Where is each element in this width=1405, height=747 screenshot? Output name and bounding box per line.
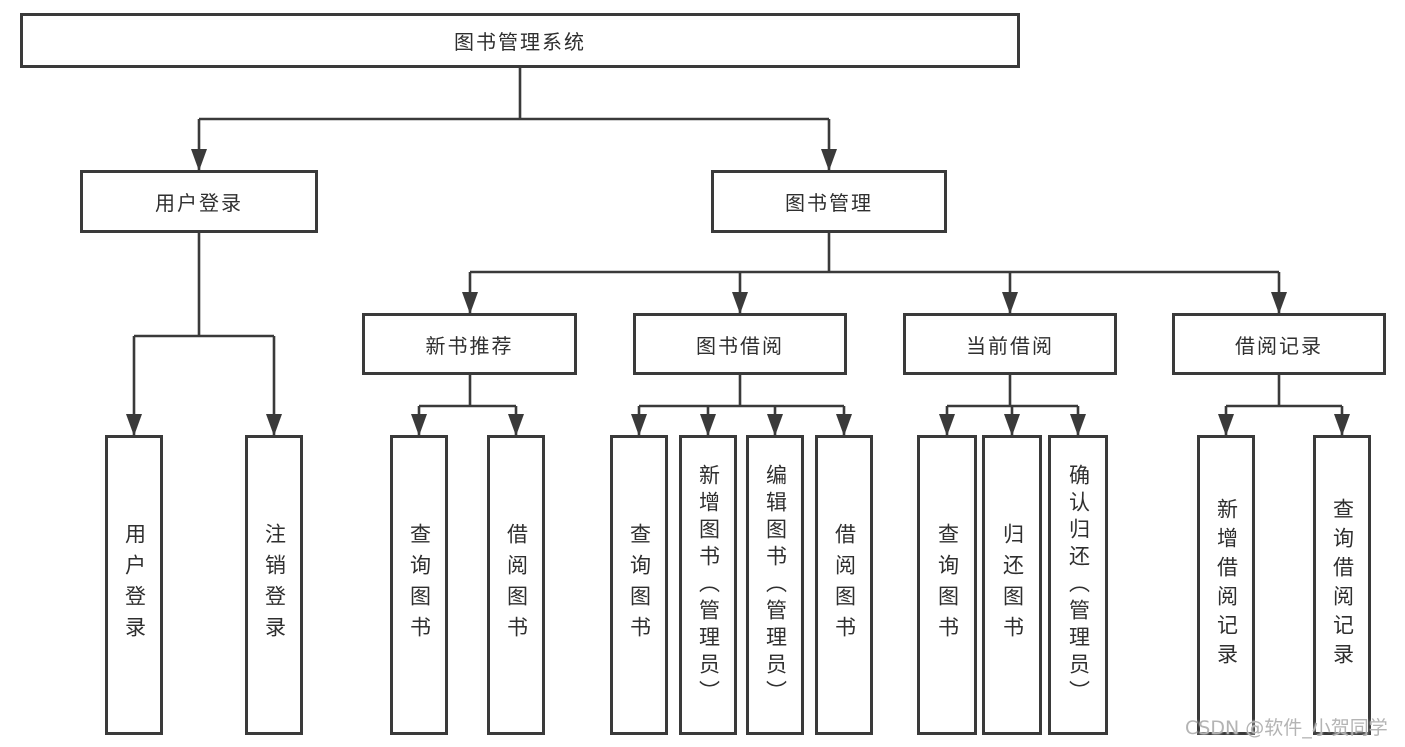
- node-borrowing-records: 借阅记录: [1172, 313, 1386, 375]
- leaf-current-query-books: 查询图书: [917, 435, 977, 735]
- leaf-rec-borrow-books: 借阅图书: [487, 435, 545, 735]
- leaf-records-query-record: 查询借阅记录: [1313, 435, 1371, 735]
- node-book-borrowing: 图书借阅: [633, 313, 847, 375]
- node-label: 图书借阅: [696, 333, 784, 358]
- node-user-login: 用户登录: [80, 170, 318, 233]
- node-label: 当前借阅: [966, 333, 1054, 358]
- leaf-user-login: 用户登录: [105, 435, 163, 735]
- leaf-current-confirm-return-admin: 确认归还（管理员）: [1048, 435, 1108, 735]
- leaf-label: 用户登录: [122, 523, 147, 647]
- leaf-borrow-edit-books-admin: 编辑图书（管理员）: [746, 435, 804, 735]
- leaf-label: 新增图书（管理员）: [696, 463, 721, 707]
- leaf-borrow-borrow-books: 借阅图书: [815, 435, 873, 735]
- leaf-label: 注销登录: [262, 523, 287, 647]
- node-book-management: 图书管理: [711, 170, 947, 233]
- node-library-system: 图书管理系统: [20, 13, 1020, 68]
- node-new-book-recommend: 新书推荐: [362, 313, 577, 375]
- leaf-label: 新增借阅记录: [1214, 498, 1239, 672]
- csdn-watermark: CSDN @软件_小贺同学: [1185, 717, 1388, 739]
- leaf-borrow-add-books-admin: 新增图书（管理员）: [679, 435, 737, 735]
- node-label: 借阅记录: [1235, 333, 1323, 358]
- leaf-label: 查询图书: [935, 523, 960, 647]
- leaf-records-add-record: 新增借阅记录: [1197, 435, 1255, 735]
- leaf-logout: 注销登录: [245, 435, 303, 735]
- leaf-label: 借阅图书: [504, 523, 529, 647]
- node-current-borrowing: 当前借阅: [903, 313, 1117, 375]
- leaf-label: 确认归还（管理员）: [1066, 463, 1091, 707]
- connectors: [126, 68, 1350, 436]
- leaf-current-return-books: 归还图书: [982, 435, 1042, 735]
- node-label: 用户登录: [155, 191, 243, 215]
- leaf-label: 查询借阅记录: [1330, 498, 1355, 672]
- node-label: 图书管理系统: [454, 30, 586, 54]
- leaf-rec-query-books: 查询图书: [390, 435, 448, 735]
- leaf-label: 归还图书: [1000, 523, 1025, 647]
- node-label: 新书推荐: [425, 333, 514, 358]
- leaf-label: 编辑图书（管理员）: [763, 463, 788, 707]
- node-label: 图书管理: [785, 191, 873, 215]
- leaf-label: 查询图书: [407, 523, 432, 647]
- leaf-borrow-query-books: 查询图书: [610, 435, 668, 735]
- leaf-label: 借阅图书: [832, 523, 857, 647]
- leaf-label: 查询图书: [627, 523, 652, 647]
